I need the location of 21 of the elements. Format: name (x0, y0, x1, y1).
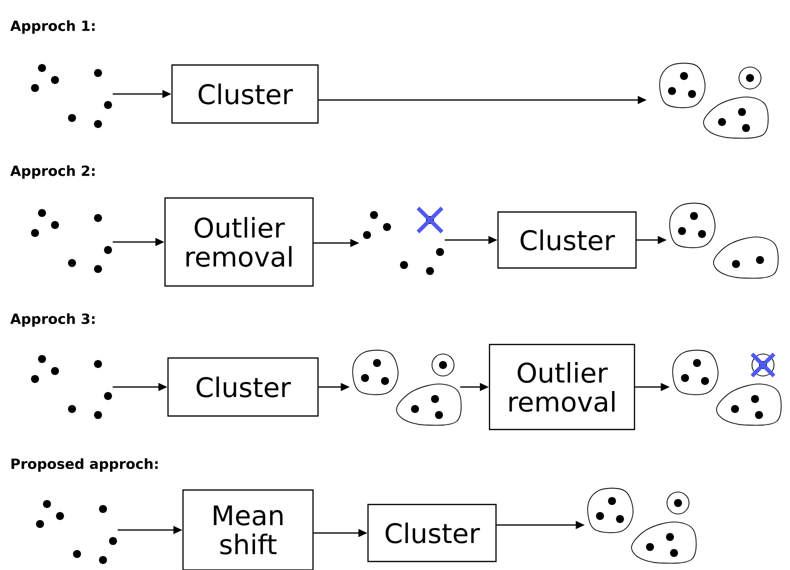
process-box: Outlier removal (488, 344, 636, 430)
process-box: Cluster (167, 357, 319, 417)
scatter-points-drawing (31, 64, 112, 128)
process-box: Outlier removal (164, 197, 314, 287)
scatter-points-drawing (31, 355, 112, 419)
clusters-drawing (352, 350, 462, 426)
process-box: Cluster (171, 64, 319, 124)
row-heading: Approch 3: (10, 313, 95, 327)
process-box: Mean shift (182, 489, 314, 570)
scatter-points-drawing (363, 206, 444, 275)
row-heading: Approch 2: (10, 165, 95, 179)
scatter-points-drawing (31, 209, 112, 273)
scatter-points-drawing (36, 500, 117, 564)
process-box: Cluster (497, 211, 637, 269)
process-box: Cluster (367, 504, 497, 562)
clusters-drawing (669, 202, 779, 279)
row-heading: Proposed approch: (12, 458, 158, 472)
clusters-drawing (587, 488, 697, 564)
clusters-drawing (672, 350, 782, 426)
clusters-drawing (659, 62, 769, 139)
row-heading: Approch 1: (10, 20, 95, 34)
